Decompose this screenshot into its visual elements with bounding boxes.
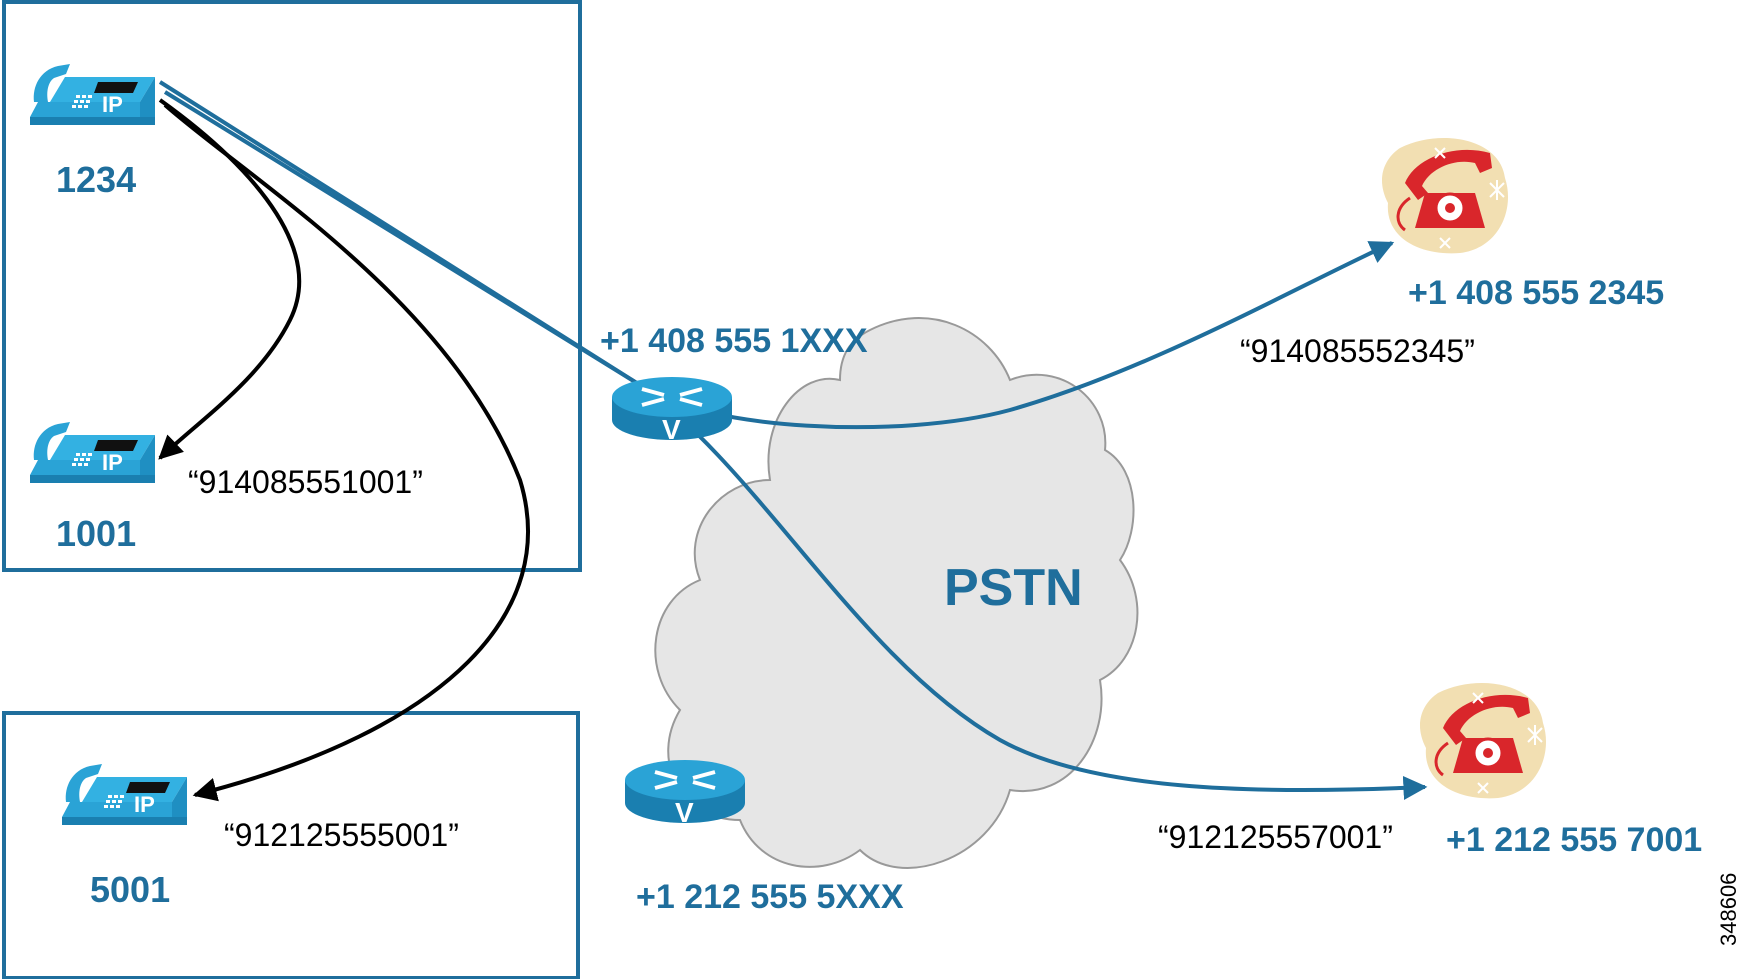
figure-id: 348606 bbox=[1716, 872, 1741, 946]
ip-phone-icon[interactable] bbox=[62, 764, 187, 825]
site-a-boundary bbox=[2, 0, 582, 572]
call-path-to-5001 bbox=[163, 103, 530, 802]
extension-1001-label: 1001 bbox=[56, 513, 137, 554]
site-b-boundary bbox=[2, 711, 580, 979]
site-a-did-range: +1 408 555 1XXX bbox=[600, 322, 868, 360]
analog-phone-icon bbox=[1380, 136, 1510, 255]
dialed-string-408-2345: “914085552345” bbox=[1240, 333, 1475, 369]
dialed-string-1001: “914085551001” bbox=[188, 464, 423, 500]
site-b-did-range: +1 212 555 5XXX bbox=[636, 878, 904, 916]
call-path-to-212-7001 bbox=[163, 90, 1428, 800]
pstn-number-212-7001: +1 212 555 7001 bbox=[1446, 821, 1703, 859]
analog-phone-icon bbox=[1418, 681, 1548, 800]
pstn-cloud-icon bbox=[654, 317, 1139, 869]
ip-phone-icon[interactable] bbox=[30, 64, 155, 125]
call-path-to-408-2345 bbox=[158, 80, 1395, 430]
pstn-number-408-2345: +1 408 555 2345 bbox=[1408, 274, 1665, 312]
dialed-string-212-7001: “912125557001” bbox=[1158, 819, 1393, 855]
extension-5001-label: 5001 bbox=[90, 869, 171, 910]
dialed-string-5001: “912125555001” bbox=[224, 817, 459, 853]
extension-1234-label: 1234 bbox=[56, 159, 137, 200]
call-path-to-1001 bbox=[158, 98, 302, 460]
ip-phone-icon[interactable] bbox=[30, 422, 155, 483]
voice-router-icon bbox=[610, 375, 734, 447]
pstn-cloud-label: PSTN bbox=[944, 559, 1083, 617]
